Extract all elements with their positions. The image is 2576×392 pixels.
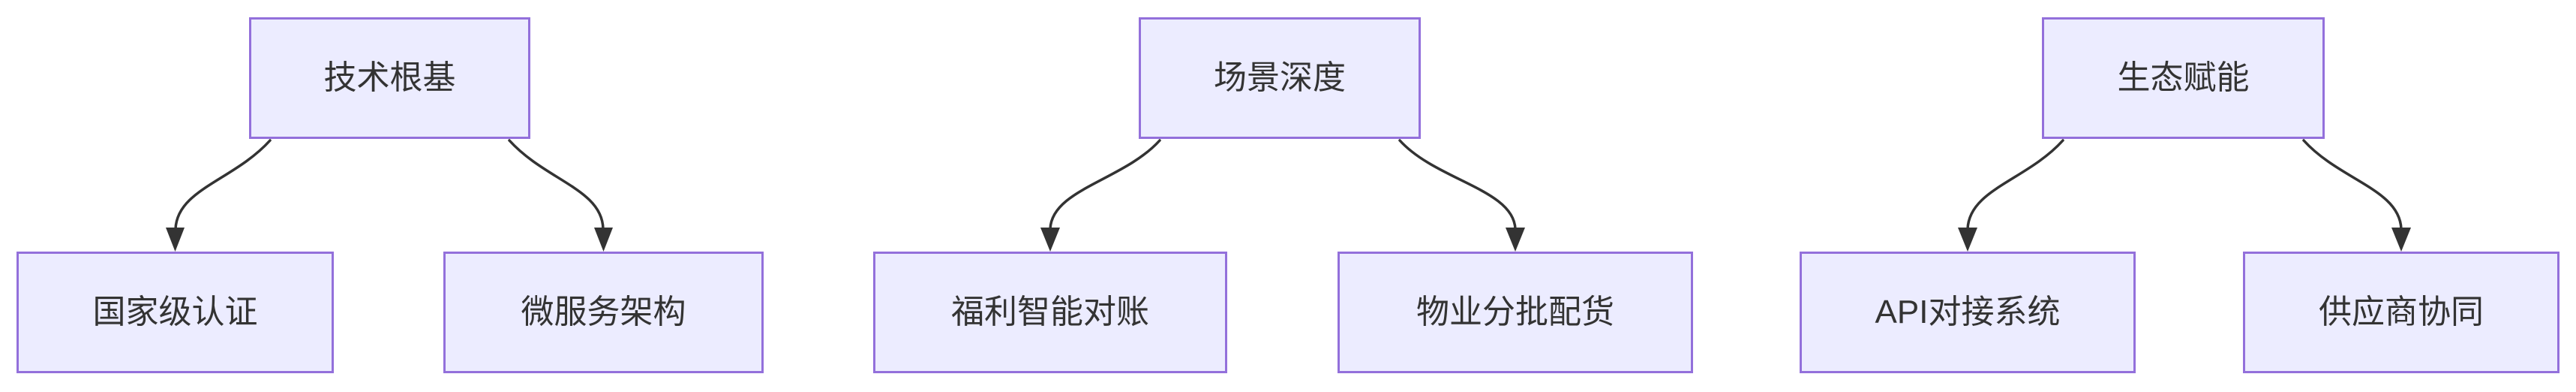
edge-eco-to-api [1966, 139, 2064, 231]
node-welfare-smart-reconciliation: 福利智能对账 [873, 252, 1227, 373]
edge-scene-to-reconciliation [1049, 139, 1161, 231]
node-label: 微服务架构 [521, 293, 686, 330]
arrowhead-icon [594, 228, 613, 252]
arrowhead-icon [1958, 228, 1977, 252]
node-property-batch-distribution: 物业分批配货 [1338, 252, 1693, 373]
node-supplier-collaboration: 供应商协同 [2243, 252, 2559, 373]
node-api-integration-system: API对接系统 [1800, 252, 2136, 373]
edge-scene-to-distribution [1398, 139, 1517, 231]
arrowhead-icon [166, 228, 185, 252]
node-eco-empowerment: 生态赋能 [2042, 17, 2325, 139]
arrowhead-icon [2391, 228, 2411, 252]
node-label: 物业分批配货 [1416, 293, 1614, 330]
node-national-certification: 国家级认证 [17, 252, 334, 373]
edge-tech-to-microservice [508, 139, 605, 231]
node-label: 供应商协同 [2319, 293, 2484, 330]
arrowhead-icon [1506, 228, 1525, 252]
edge-eco-to-supplier [2302, 139, 2403, 231]
node-tech-foundation: 技术根基 [249, 17, 530, 139]
node-microservice-architecture: 微服务架构 [443, 252, 764, 373]
node-label: 福利智能对账 [951, 293, 1149, 330]
node-label: 场景深度 [1214, 59, 1346, 96]
arrowhead-icon [1040, 228, 1060, 252]
node-label: API对接系统 [1875, 293, 2061, 330]
node-label: 生态赋能 [2117, 59, 2250, 96]
node-scene-depth: 场景深度 [1139, 17, 1421, 139]
node-label: 国家级认证 [92, 293, 258, 330]
node-label: 技术根基 [323, 59, 456, 96]
edge-tech-to-certification [174, 139, 272, 231]
